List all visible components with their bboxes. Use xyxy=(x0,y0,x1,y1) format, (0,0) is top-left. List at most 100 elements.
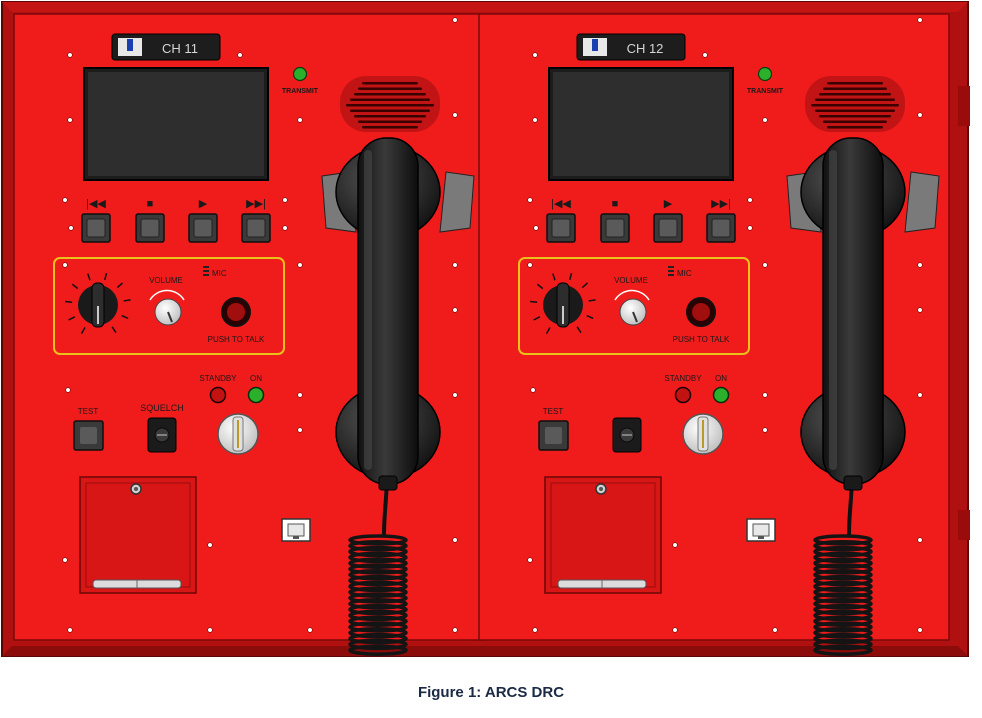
cord-coil xyxy=(348,534,408,546)
selector-tick xyxy=(536,283,544,290)
screw xyxy=(67,52,73,58)
screw xyxy=(762,117,768,123)
cord-coil xyxy=(348,540,408,552)
compartment-door[interactable] xyxy=(544,476,662,594)
cord-coil xyxy=(348,586,408,598)
screw xyxy=(762,392,768,398)
cord-coil xyxy=(813,598,873,610)
speaker-slot xyxy=(819,115,891,118)
test-button-face xyxy=(80,427,97,444)
cord-coil xyxy=(348,592,408,604)
selector-tick xyxy=(586,314,594,320)
transmit-label: TRANSMIT xyxy=(282,88,319,95)
speaker-slot xyxy=(823,120,887,123)
selector-tick xyxy=(80,327,86,334)
transport-button-face xyxy=(246,218,266,238)
screw xyxy=(747,197,753,203)
mic-grille xyxy=(203,270,209,272)
screw xyxy=(532,117,538,123)
compartment-door[interactable] xyxy=(79,476,197,594)
screw xyxy=(65,387,71,393)
screw xyxy=(62,197,68,203)
brand-logo-mark xyxy=(127,39,133,51)
cord-coil xyxy=(348,569,408,581)
cord-coil xyxy=(813,627,873,639)
screw xyxy=(452,627,458,633)
selector-tick xyxy=(552,273,556,281)
screw xyxy=(672,542,678,548)
transport-label: ■ xyxy=(147,198,154,210)
screw xyxy=(917,392,923,398)
transport-button-face xyxy=(658,218,678,238)
cord-coil xyxy=(813,609,873,622)
cord-coil xyxy=(348,557,408,569)
speaker-slot xyxy=(350,98,430,101)
speaker-slot xyxy=(362,82,418,85)
cord-coil xyxy=(348,598,408,610)
speaker-slot xyxy=(815,109,895,112)
screw xyxy=(527,262,533,268)
door-latch-center xyxy=(599,487,603,491)
mic-label: MIC xyxy=(677,269,692,278)
screw xyxy=(282,197,288,203)
screw xyxy=(917,537,923,543)
transport-label: |◀◀ xyxy=(86,198,106,210)
speaker-slot xyxy=(358,120,422,123)
cradle-right xyxy=(439,171,475,233)
speaker-slot xyxy=(358,87,422,90)
selector-tick xyxy=(87,273,91,281)
standby-label: STANDBY xyxy=(199,374,237,383)
cord-coil xyxy=(348,545,408,558)
selector-tick xyxy=(588,299,596,302)
telephone-handset[interactable] xyxy=(800,137,906,491)
transport-button-face xyxy=(86,218,106,238)
screw xyxy=(533,225,539,231)
selector-tick xyxy=(569,272,573,281)
transport-label: |◀◀ xyxy=(551,198,571,210)
screw xyxy=(917,262,923,268)
screw xyxy=(452,537,458,543)
transmit-led xyxy=(292,66,308,82)
screw xyxy=(62,557,68,563)
ptt-label: PUSH TO TALK xyxy=(673,335,730,344)
screw xyxy=(67,627,73,633)
transport-label: ▶▶| xyxy=(711,198,731,210)
ptt-face xyxy=(692,303,710,321)
cord-coil xyxy=(348,580,408,593)
screw xyxy=(532,52,538,58)
screw xyxy=(917,17,923,23)
frame-bevel-bottom xyxy=(2,646,968,656)
cord-coil xyxy=(348,638,408,651)
frame-bevel-top xyxy=(2,2,968,12)
speaker-slot xyxy=(827,126,883,129)
standby-led xyxy=(209,386,227,404)
test-button-face xyxy=(545,427,562,444)
screw xyxy=(527,197,533,203)
screw xyxy=(532,627,538,633)
side-hinge-top xyxy=(958,86,970,126)
ethernet-jack xyxy=(287,523,305,537)
speaker-slot xyxy=(362,126,418,129)
screw xyxy=(917,307,923,313)
cord-coil xyxy=(813,540,873,552)
cord-coil xyxy=(813,603,873,616)
cord-coil xyxy=(813,586,873,598)
selector-tick xyxy=(68,316,76,321)
cord-coil xyxy=(348,609,408,622)
cord-strain-relief xyxy=(378,475,398,491)
transport-label: ▶▶| xyxy=(246,198,266,210)
screw xyxy=(297,117,303,123)
standby-label: STANDBY xyxy=(664,374,702,383)
display-glass xyxy=(88,72,264,176)
speaker-slot xyxy=(354,115,426,118)
telephone-handset[interactable] xyxy=(335,137,441,491)
selector-tick xyxy=(576,326,582,334)
side-hinge-bottom xyxy=(958,510,970,540)
selector-tick xyxy=(116,282,124,289)
transport-button-face xyxy=(605,218,625,238)
cord-coil xyxy=(348,551,408,564)
screw xyxy=(452,262,458,268)
screw xyxy=(67,117,73,123)
cord-coil xyxy=(813,574,873,587)
